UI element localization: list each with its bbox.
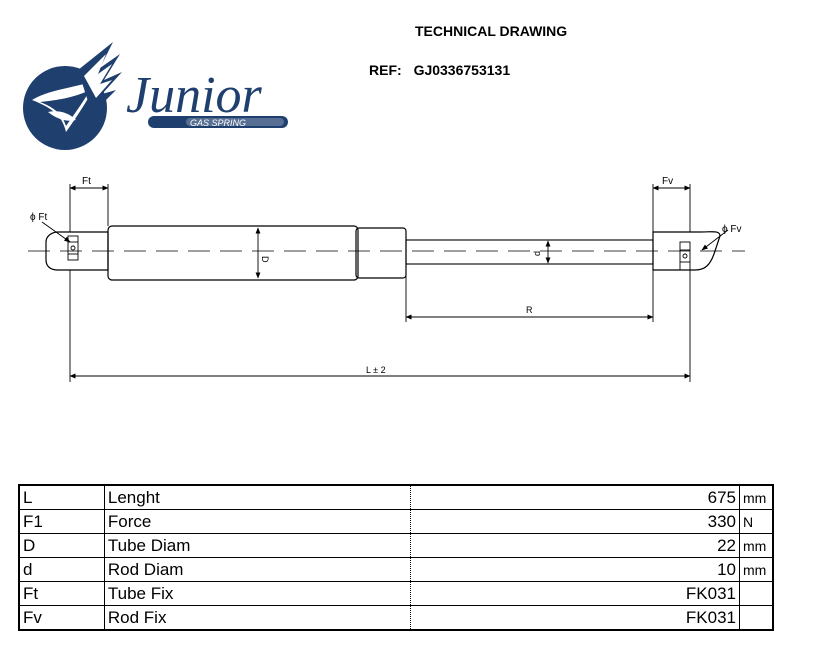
spec-symbol: Fv: [18, 605, 105, 631]
rod-diameter-label: d: [532, 251, 542, 256]
spec-unit: mm: [738, 557, 774, 582]
spec-symbol: Ft: [18, 581, 105, 606]
tube-end-fitting: [45, 231, 109, 271]
spec-name: Tube Fix: [103, 581, 412, 606]
spec-name: Tube Diam: [103, 533, 412, 558]
spec-value: 22: [410, 533, 740, 558]
rod: [405, 239, 654, 265]
spec-name: Lenght: [103, 484, 412, 510]
spec-value: FK031: [410, 605, 740, 631]
spec-value: 330: [410, 509, 740, 534]
spec-unit: N: [738, 509, 774, 534]
spec-value: 10: [410, 557, 740, 582]
ref-label: REF:: [369, 62, 402, 78]
spec-unit: [738, 605, 774, 631]
tube-seal: [355, 227, 407, 279]
tube-fitting-clip: [67, 235, 79, 261]
spec-symbol: D: [18, 533, 105, 558]
spec-unit: [738, 581, 774, 606]
spec-symbol: F1: [18, 509, 105, 534]
tube-diameter-label: D: [260, 256, 270, 263]
spec-symbol: L: [18, 484, 105, 510]
ft-label: Ft: [82, 176, 91, 187]
fv-label: Fv: [662, 176, 673, 187]
brand-tagline: GAS SPRING: [190, 118, 246, 128]
spec-value: 675: [410, 484, 740, 510]
length-label: L ± 2: [366, 365, 386, 375]
brand-name: Junior: [126, 67, 263, 124]
gas-spring-drawing: Ft Fv ϕ Ft ϕ Fv D d R L ± 2: [28, 176, 745, 382]
stroke-label: R: [526, 305, 533, 315]
tube-body: [107, 225, 359, 281]
spec-unit: mm: [738, 533, 774, 558]
page-title: TECHNICAL DRAWING: [415, 23, 568, 39]
spec-value: FK031: [410, 581, 740, 606]
spec-name: Rod Diam: [103, 557, 412, 582]
ref-value: GJ0336753131: [413, 62, 511, 78]
spec-symbol: d: [18, 557, 105, 582]
spec-name: Force: [103, 509, 412, 534]
rod-fix-diameter-label: ϕ Fv: [722, 224, 742, 235]
tube-fix-diameter-label: ϕ Ft: [30, 212, 47, 223]
reference: REF: GJ0336753131: [369, 62, 510, 78]
spec-name: Rod Fix: [103, 605, 412, 631]
rod-end-fitting: [652, 231, 721, 271]
eagle-emblem-icon: [23, 42, 122, 150]
spec-unit: mm: [738, 484, 774, 510]
rod-fitting-clip: [679, 241, 691, 271]
junior-logo: Junior GAS SPRING: [23, 42, 288, 150]
